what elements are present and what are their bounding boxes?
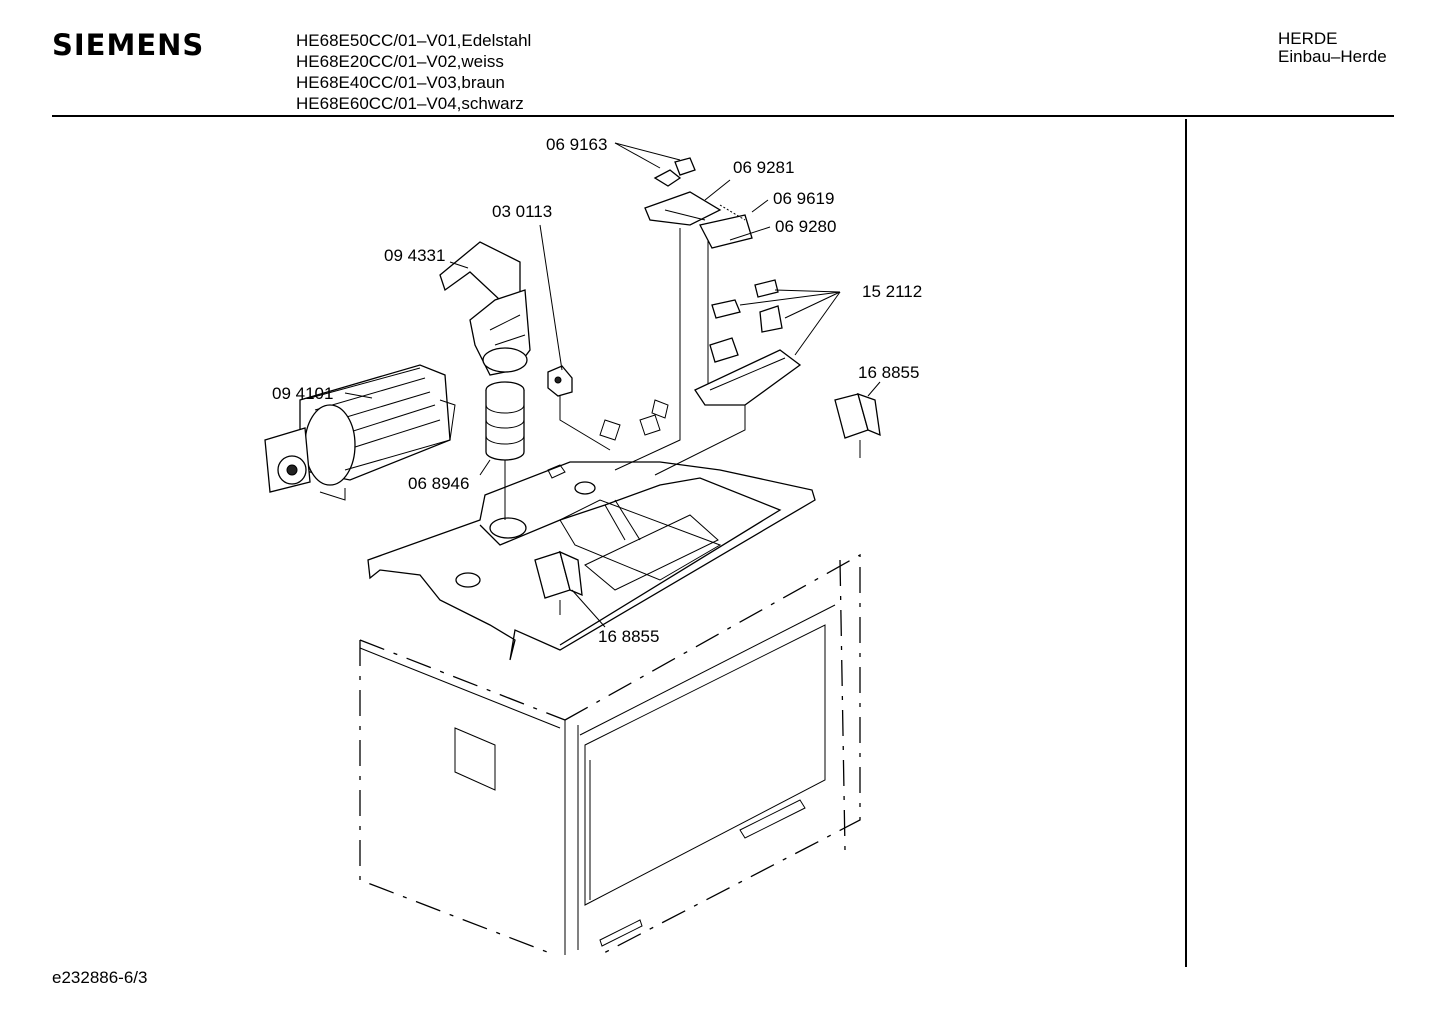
model-line-1: HE68E50CC/01–V01,Edelstahl [296, 31, 532, 50]
tangential-fan [264, 364, 456, 501]
relay-right [834, 381, 881, 458]
siemens-logo: SIEMENS [52, 28, 205, 62]
model-line-4: HE68E60CC/01–V04,schwarz [296, 94, 524, 113]
callout-069281: 06 9281 [733, 158, 794, 177]
callout-152112: 15 2112 [862, 282, 922, 301]
callout-168855-right: 16 8855 [858, 363, 919, 382]
callout-069619: 06 9619 [773, 189, 834, 208]
side-divider [1185, 119, 1187, 967]
header-divider [52, 115, 1394, 117]
model-line-3: HE68E40CC/01–V03,braun [296, 73, 505, 92]
callout-030113: 03 0113 [492, 202, 552, 221]
callout-069280: 06 9280 [775, 217, 836, 236]
relay-lower [534, 550, 606, 628]
thermostat-part [539, 224, 611, 451]
callout-168855-lower: 16 8855 [598, 627, 659, 646]
callout-094331: 09 4331 [384, 246, 445, 265]
stacked-ring-part [485, 381, 525, 520]
fan-housing [439, 241, 531, 376]
top-plate [367, 399, 816, 661]
switch-board [654, 279, 841, 476]
document-number: e232886-6/3 [52, 968, 148, 987]
door-switch-assembly [614, 142, 771, 471]
oven-cavity [359, 553, 861, 956]
category-block: HERDE Einbau–Herde [1278, 30, 1387, 66]
category-title: HERDE [1278, 29, 1338, 48]
category-subtitle: Einbau–Herde [1278, 47, 1387, 66]
model-line-2: HE68E20CC/01–V02,weiss [296, 52, 504, 71]
callout-069163: 06 9163 [546, 135, 607, 154]
model-list: HE68E50CC/01–V01,Edelstahl HE68E20CC/01–… [296, 30, 531, 114]
callout-094101: 09 4101 [272, 384, 333, 403]
callout-068946: 06 8946 [408, 474, 469, 493]
